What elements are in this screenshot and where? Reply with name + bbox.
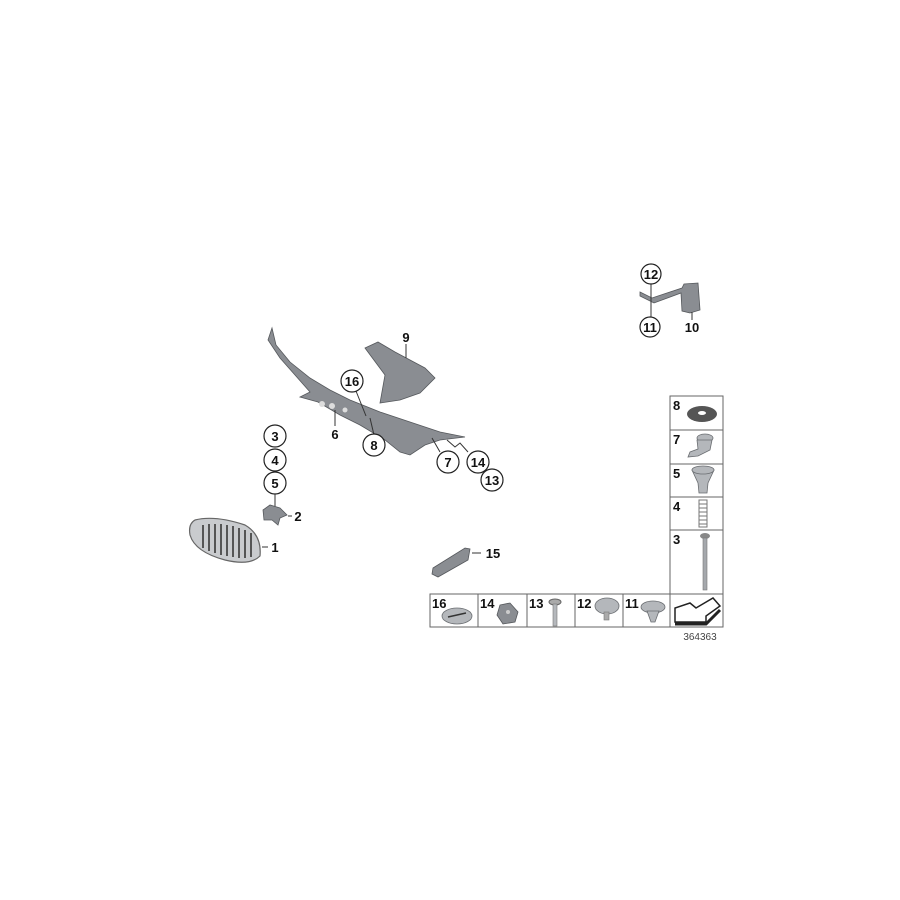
reference-number: 364363	[683, 632, 717, 643]
push-rivet-icon	[640, 600, 666, 623]
callout-6: 6	[331, 427, 338, 442]
table-label-7: 7	[673, 432, 680, 447]
cover-part-9	[364, 341, 436, 404]
svg-text:14: 14	[471, 455, 486, 470]
svg-text:13: 13	[485, 473, 499, 488]
svg-text:3: 3	[271, 429, 278, 444]
clip-icon	[687, 433, 714, 458]
screw-icon	[548, 598, 562, 627]
svg-text:11: 11	[643, 320, 657, 335]
arrow-icon	[674, 597, 722, 626]
bracket-part-10	[639, 282, 701, 314]
table-label-4: 4	[673, 499, 681, 514]
cowl-panel-part-6	[267, 326, 466, 456]
callout-9: 9	[402, 330, 409, 345]
svg-text:7: 7	[444, 455, 451, 470]
bolt-icon	[700, 533, 710, 591]
callout-12: 12	[640, 263, 662, 285]
callout-13: 13	[480, 468, 504, 492]
callout-16: 16	[340, 369, 364, 393]
nut-icon	[496, 602, 519, 625]
table-label-16: 16	[432, 596, 446, 611]
svg-text:8: 8	[370, 438, 377, 453]
svg-text:12: 12	[644, 267, 658, 282]
grille-part-1	[188, 517, 261, 563]
callout-10: 10	[685, 320, 699, 335]
strip-part-15	[431, 547, 471, 578]
svg-text:16: 16	[345, 374, 359, 389]
rivet-icon	[594, 597, 620, 621]
table-label-11: 11	[625, 596, 639, 611]
callout-1: 1	[271, 540, 278, 555]
callout-15: 15	[486, 546, 500, 561]
callout-11: 11	[639, 316, 661, 338]
callout-3: 3	[263, 424, 287, 448]
cap-icon	[441, 607, 473, 625]
table-label-5: 5	[673, 466, 680, 481]
callout-4: 4	[263, 448, 287, 472]
table-label-8: 8	[673, 398, 680, 413]
callout-8: 8	[362, 433, 386, 457]
table-label-3: 3	[673, 532, 680, 547]
callout-5: 5	[263, 471, 287, 495]
callout-7: 7	[436, 450, 460, 474]
callout-14: 14	[466, 450, 490, 474]
parts-table: 8 7 5 4 3 16 14 13 12 11	[429, 395, 724, 628]
plug-icon	[691, 465, 715, 494]
spring-icon	[698, 499, 708, 528]
svg-text:5: 5	[271, 476, 278, 491]
callout-2: 2	[294, 509, 301, 524]
nut-part-2	[262, 504, 288, 526]
leader-16	[355, 390, 367, 417]
table-label-14: 14	[480, 596, 495, 611]
washer-icon	[687, 406, 717, 422]
table-label-12: 12	[577, 596, 591, 611]
svg-text:4: 4	[271, 453, 279, 468]
leader-8	[369, 417, 375, 436]
table-label-13: 13	[529, 596, 543, 611]
leader-7-14	[431, 437, 469, 453]
